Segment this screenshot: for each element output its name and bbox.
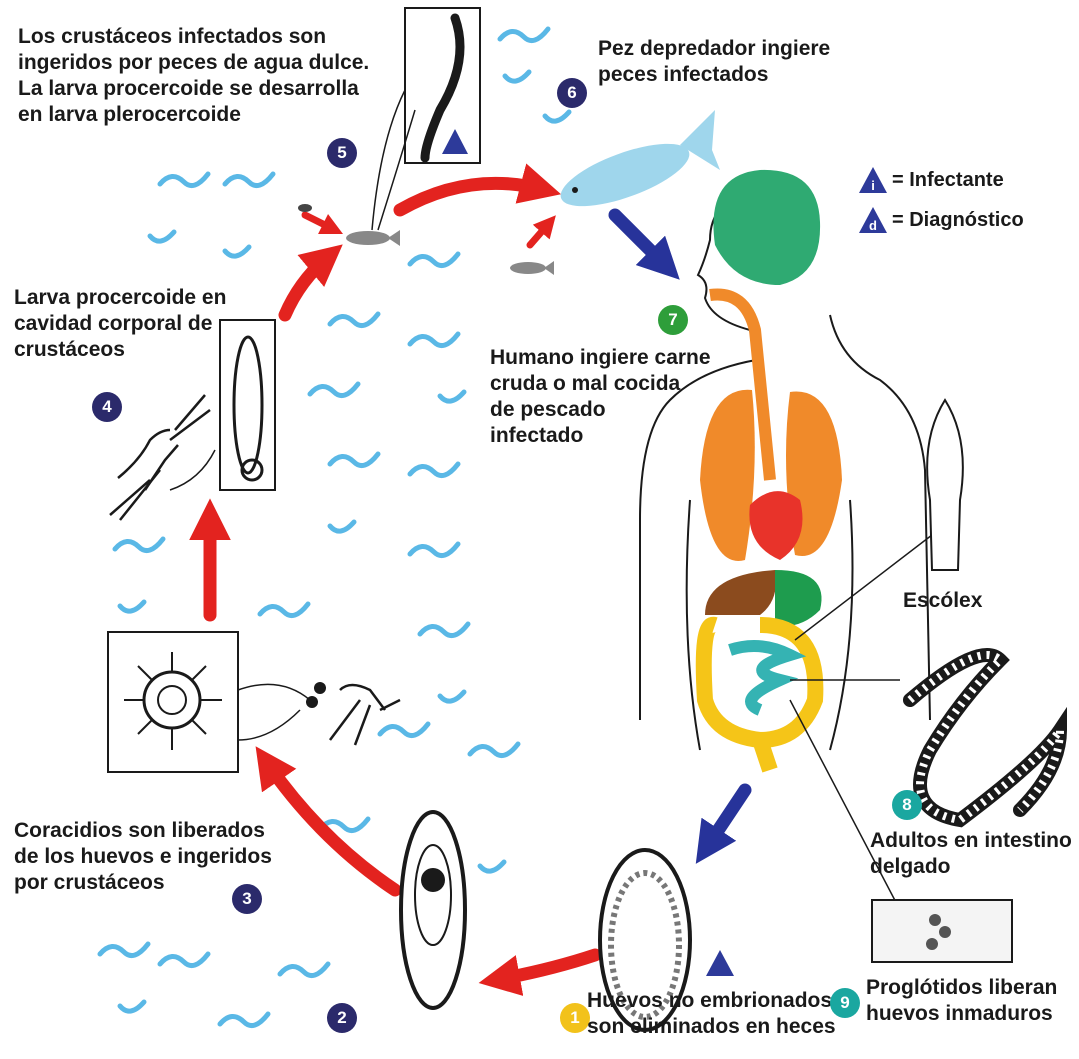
step-3-label: Coracidios son liberadosde los huevos e … xyxy=(14,818,272,896)
legend-diagnostic: d = Diagnóstico xyxy=(858,206,1024,234)
diagnostic-triangle-icon xyxy=(706,950,734,976)
step-3-badge: 3 xyxy=(232,884,262,914)
plerocercoid-box xyxy=(405,8,480,163)
step-5-label: Los crustáceos infectados soningeridos p… xyxy=(18,24,369,128)
step-2-badge: 2 xyxy=(327,1003,357,1033)
legend-infective: i = Infectante xyxy=(858,166,1004,194)
step-4-label: Larva procercoide encavidad corporal dec… xyxy=(14,285,226,363)
svg-text:d: d xyxy=(869,218,877,233)
step-1-label: Huevos no embrionadosson eliminados en h… xyxy=(587,988,836,1040)
step-1-badge: 1 xyxy=(560,1003,590,1033)
step-4-badge: 4 xyxy=(92,392,122,422)
step-9-badge: 9 xyxy=(830,988,860,1018)
step-6-badge: 6 xyxy=(557,78,587,108)
small-fish-icon xyxy=(298,204,554,275)
scolex-icon xyxy=(927,400,963,570)
step-9-label: Proglótidos liberanhuevos inmaduros xyxy=(866,975,1057,1027)
scolex-label: Escólex xyxy=(903,588,982,614)
step-7-label: Humano ingiere carnecruda o mal cocidade… xyxy=(490,345,711,449)
embryonated-egg-icon xyxy=(401,812,465,1008)
step-7-badge: 7 xyxy=(658,305,688,335)
step-5-badge: 5 xyxy=(327,138,357,168)
svg-text:i: i xyxy=(871,178,875,193)
step-8-badge: 8 xyxy=(892,790,922,820)
fish-icon xyxy=(554,110,720,219)
step-8-label: Adultos en intestinodelgado xyxy=(870,828,1072,880)
procercoid-box xyxy=(220,320,275,490)
step-6-label: Pez depredador ingierepeces infectados xyxy=(598,36,830,88)
